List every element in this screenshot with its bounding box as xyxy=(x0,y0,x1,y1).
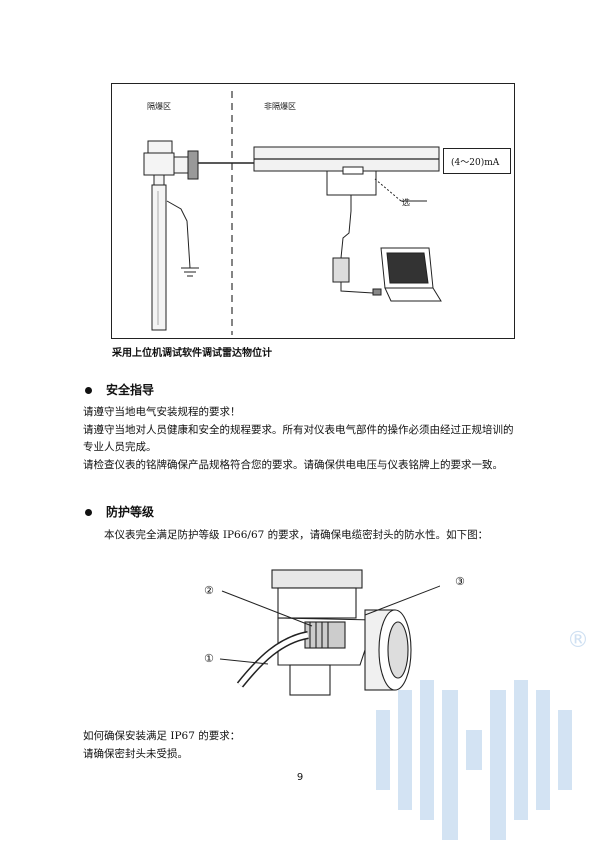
bullet-icon xyxy=(85,509,92,516)
safety-line: 专业人员完成。 xyxy=(83,441,157,453)
brand-watermark xyxy=(376,680,572,840)
callout-2: ② xyxy=(204,584,214,597)
wiring-diagram-frame xyxy=(111,83,515,339)
signal-label: (4～20)mA xyxy=(451,158,500,168)
safety-line: 请遵守当地电气安装规程的要求！ xyxy=(83,406,241,418)
hart-modem xyxy=(332,257,350,283)
bullet-icon xyxy=(85,387,92,394)
section-title-protection: 防护等级 xyxy=(85,503,154,520)
radar-level-meter xyxy=(143,140,199,331)
safety-line: 请遵守当地对人员健康和安全的规程要求。所有对仪表电气部件的操作必须由经过正规培训… xyxy=(83,423,514,436)
protection-text: 本仪表完全满足防护等级 IP66/67 的要求，请确保电缆密封头的防水性。如下图… xyxy=(104,529,489,541)
ip67-line: 请确保密封头未受损。 xyxy=(83,747,188,760)
laptop-icon xyxy=(380,247,442,302)
ip67-note: 如何确保安装满足 IP67 的要求： 请确保密封头未受损。 xyxy=(83,728,240,763)
page-number: 9 xyxy=(296,772,304,783)
safe-zone-label: 非隔爆区 xyxy=(264,102,296,111)
section-title-safety: 安全指导 xyxy=(85,381,154,398)
callout-3: ③ xyxy=(455,575,465,588)
resistor xyxy=(342,166,364,175)
hazard-zone-label: 隔爆区 xyxy=(147,102,171,111)
cable-gland-figure xyxy=(219,569,440,696)
wiring-diagram xyxy=(143,91,442,335)
registered-mark: ® xyxy=(567,628,589,653)
diagram-caption: 采用上位机调试软件调试雷达物位计 xyxy=(112,348,272,359)
safety-line: 请检查仪表的铭牌确保产品规格符合您的要求。请确保供电电压与仪表铭牌上的要求一致。 xyxy=(83,458,503,471)
ground-wire xyxy=(166,200,191,269)
ip67-line: 如何确保安装满足 IP67 的要求： xyxy=(83,730,241,742)
output-box xyxy=(443,148,511,174)
callout-1: ① xyxy=(204,652,214,665)
choose-label: 选 xyxy=(402,198,410,207)
safety-text: 请遵守当地电气安装规程的要求！ 请遵守当地对人员健康和安全的规程要求。所有对仪表… xyxy=(83,404,514,474)
